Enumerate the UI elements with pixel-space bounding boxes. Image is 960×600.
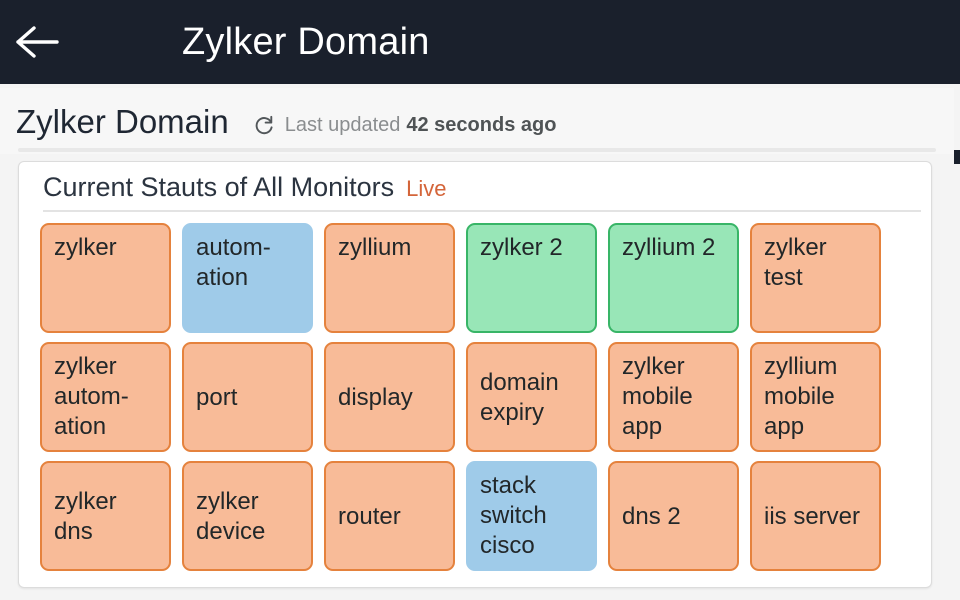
monitor-tile-label: zylker dns: [54, 488, 117, 545]
monitor-tile-label: port: [196, 384, 238, 412]
app-bar: Zylker Domain: [0, 0, 960, 84]
monitor-tile-label: zylker 2: [480, 234, 563, 261]
app-bar-title: Zylker Domain: [182, 21, 430, 63]
monitor-grid: zylker autom- ation zyllium zylker 2 zyllium…: [19, 212, 931, 571]
last-updated-group: Last updated 42 seconds ago: [253, 113, 557, 137]
last-updated-label: Last updated: [284, 113, 401, 136]
monitor-tile[interactable]: router: [324, 461, 455, 571]
monitor-tile[interactable]: autom- ation: [182, 223, 313, 333]
monitor-tile[interactable]: dns 2: [608, 461, 739, 571]
monitor-tile[interactable]: iis server: [750, 461, 881, 571]
monitor-row: zylker dns zylker device router stack switc…: [40, 461, 931, 571]
monitor-tile-label: zylker autom- ation: [54, 353, 129, 440]
live-badge: Live: [406, 176, 447, 201]
monitor-tile[interactable]: zyllium 2: [608, 223, 739, 333]
monitor-tile[interactable]: zylker autom- ation: [40, 342, 171, 452]
monitor-tile[interactable]: zyllium: [324, 223, 455, 333]
monitor-tile-label: zyllium mobile app: [764, 353, 838, 440]
monitor-tile-label: stack switch cisco: [480, 472, 547, 559]
monitor-tile-label: domain expiry: [480, 369, 559, 426]
monitor-tile[interactable]: zylker dns: [40, 461, 171, 571]
arrow-left-icon: [15, 25, 59, 59]
monitor-tile[interactable]: zylker: [40, 223, 171, 333]
monitor-tile[interactable]: zylker test: [750, 223, 881, 333]
monitor-tile[interactable]: zylker 2: [466, 223, 597, 333]
monitor-row: zylker autom- ation zyllium zylker 2 zyllium…: [40, 223, 931, 333]
monitor-tile-label: zylker device: [196, 488, 266, 545]
last-updated-value: 42 seconds ago: [406, 113, 557, 136]
scroll-indicator[interactable]: [954, 150, 960, 164]
monitor-tile[interactable]: display: [324, 342, 455, 452]
monitor-tile[interactable]: port: [182, 342, 313, 452]
monitors-card-header: Current Stauts of All Monitors Live: [19, 162, 931, 201]
monitor-tile-label: zyllium: [338, 234, 412, 261]
monitor-tile[interactable]: stack switch cisco: [466, 461, 597, 571]
subheader-divider: [18, 148, 936, 152]
monitor-tile[interactable]: zyllium mobile app: [750, 342, 881, 452]
monitor-tile-label: autom- ation: [196, 234, 271, 291]
monitors-card: Current Stauts of All Monitors Live zylk…: [18, 161, 932, 588]
monitor-tile-label: zylker mobile app: [622, 353, 693, 440]
monitors-card-title: Current Stauts of All Monitors: [43, 172, 395, 202]
card-divider: [43, 210, 921, 212]
monitor-tile[interactable]: zylker mobile app: [608, 342, 739, 452]
back-button[interactable]: [0, 0, 74, 84]
monitor-tile-label: iis server: [764, 503, 861, 531]
monitor-tile-label: zyllium 2: [622, 234, 716, 261]
monitor-tile-label: zylker test: [764, 234, 827, 291]
monitor-tile-label: zylker: [54, 234, 117, 261]
monitor-tile[interactable]: zylker device: [182, 461, 313, 571]
page-title: Zylker Domain: [16, 102, 229, 140]
monitor-tile-label: router: [338, 503, 401, 531]
monitor-tile[interactable]: domain expiry: [466, 342, 597, 452]
monitor-tile-label: display: [338, 384, 413, 412]
refresh-icon[interactable]: [253, 114, 275, 136]
monitor-row: zylker autom- ation port display domain exp…: [40, 342, 931, 452]
monitor-tile-label: dns 2: [622, 503, 681, 531]
page-subheader: Zylker Domain Last updated 42 seconds ag…: [0, 88, 954, 154]
